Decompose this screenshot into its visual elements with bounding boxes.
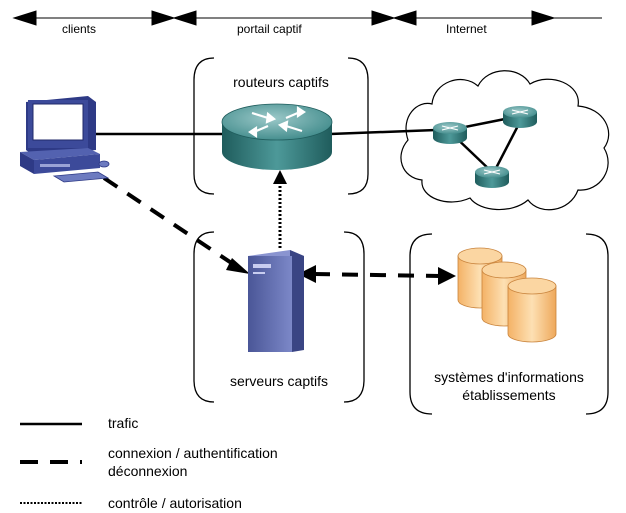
connection-arrow-server [298,265,316,283]
bracket-routeurs [193,57,369,195]
internet-router-icon [475,166,509,188]
connection-arrow-db [438,267,456,285]
internet-router-icon [433,122,467,144]
database-icon [507,277,557,343]
legend-label-deconnexion: déconnexion [108,463,188,479]
bracket-systemes [409,233,609,415]
routeurs-captifs-label: routeurs captifs [233,74,329,90]
traffic-lines [96,128,437,136]
zone-arrows [12,10,602,26]
zone-label-clients: clients [62,22,97,36]
legend-symbols [20,422,82,504]
legend-label-controle: contrôle / autorisation [108,495,242,511]
server-icon [248,250,304,352]
router-icon [221,103,333,170]
legend-label-connexion: connexion / authentification [108,445,278,461]
control-arrow-head [273,170,287,184]
internet-router-icon [503,106,537,128]
systemes-label-line1: systèmes d'informations [434,369,584,385]
connection-lines [102,176,441,278]
systemes-label-line2: établissements [462,387,556,403]
internet-cloud [400,70,610,211]
computer-icon [20,96,110,183]
zone-label-internet: Internet [446,22,487,36]
zone-label-portail: portail captif [237,22,302,36]
serveurs-captifs-label: serveurs captifs [229,373,329,389]
connection-arrow-client [226,258,250,274]
bracket-serveurs [193,231,365,403]
legend-label-trafic: trafic [108,415,139,431]
